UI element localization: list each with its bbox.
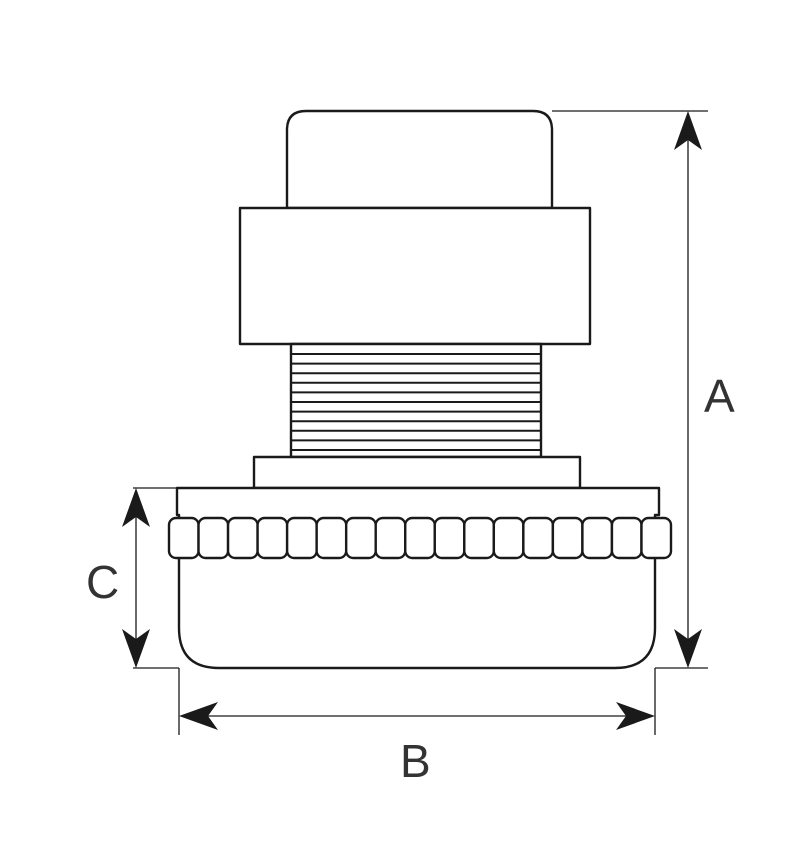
knurl-segment	[285, 516, 318, 560]
dimension-a-arrow-top	[674, 111, 702, 150]
dimension-c: C	[86, 487, 179, 669]
dimension-b-arrow-right	[616, 702, 655, 730]
dimension-b: B	[178, 668, 656, 787]
knurl-segment	[315, 516, 348, 560]
knurl-segment	[610, 516, 643, 560]
dimension-a-arrow-bottom	[674, 629, 702, 668]
knurl-segment	[492, 516, 525, 560]
knurl-segment	[581, 516, 614, 560]
dimension-a: A	[552, 110, 735, 669]
knurl-segment	[433, 516, 466, 560]
knurl-segment	[197, 516, 230, 560]
flange	[252, 455, 582, 490]
knurl-segment	[167, 516, 200, 560]
knurl-segment	[463, 516, 496, 560]
dimension-c-arrow-bottom	[122, 629, 150, 668]
knurl-segment	[344, 516, 377, 560]
dimension-b-label: B	[400, 735, 431, 787]
dimension-c-label: C	[86, 556, 119, 608]
hex-nut-block	[238, 206, 592, 346]
knurl-segment	[522, 516, 555, 560]
knurl-segment	[256, 516, 289, 560]
dimension-a-label: A	[704, 370, 735, 422]
knurl-segment	[551, 516, 584, 560]
thread-lines	[291, 353, 541, 451]
knurl-segment	[404, 516, 436, 560]
dimension-c-arrow-top	[122, 488, 150, 527]
knurled-ring	[167, 516, 673, 560]
knurl-segment	[226, 516, 259, 560]
knurl-segment	[640, 516, 673, 560]
knurl-segment	[374, 516, 407, 560]
top-cap	[285, 109, 554, 210]
threaded-section	[289, 342, 543, 459]
base-body	[175, 486, 661, 670]
dimension-b-arrow-left	[179, 702, 218, 730]
